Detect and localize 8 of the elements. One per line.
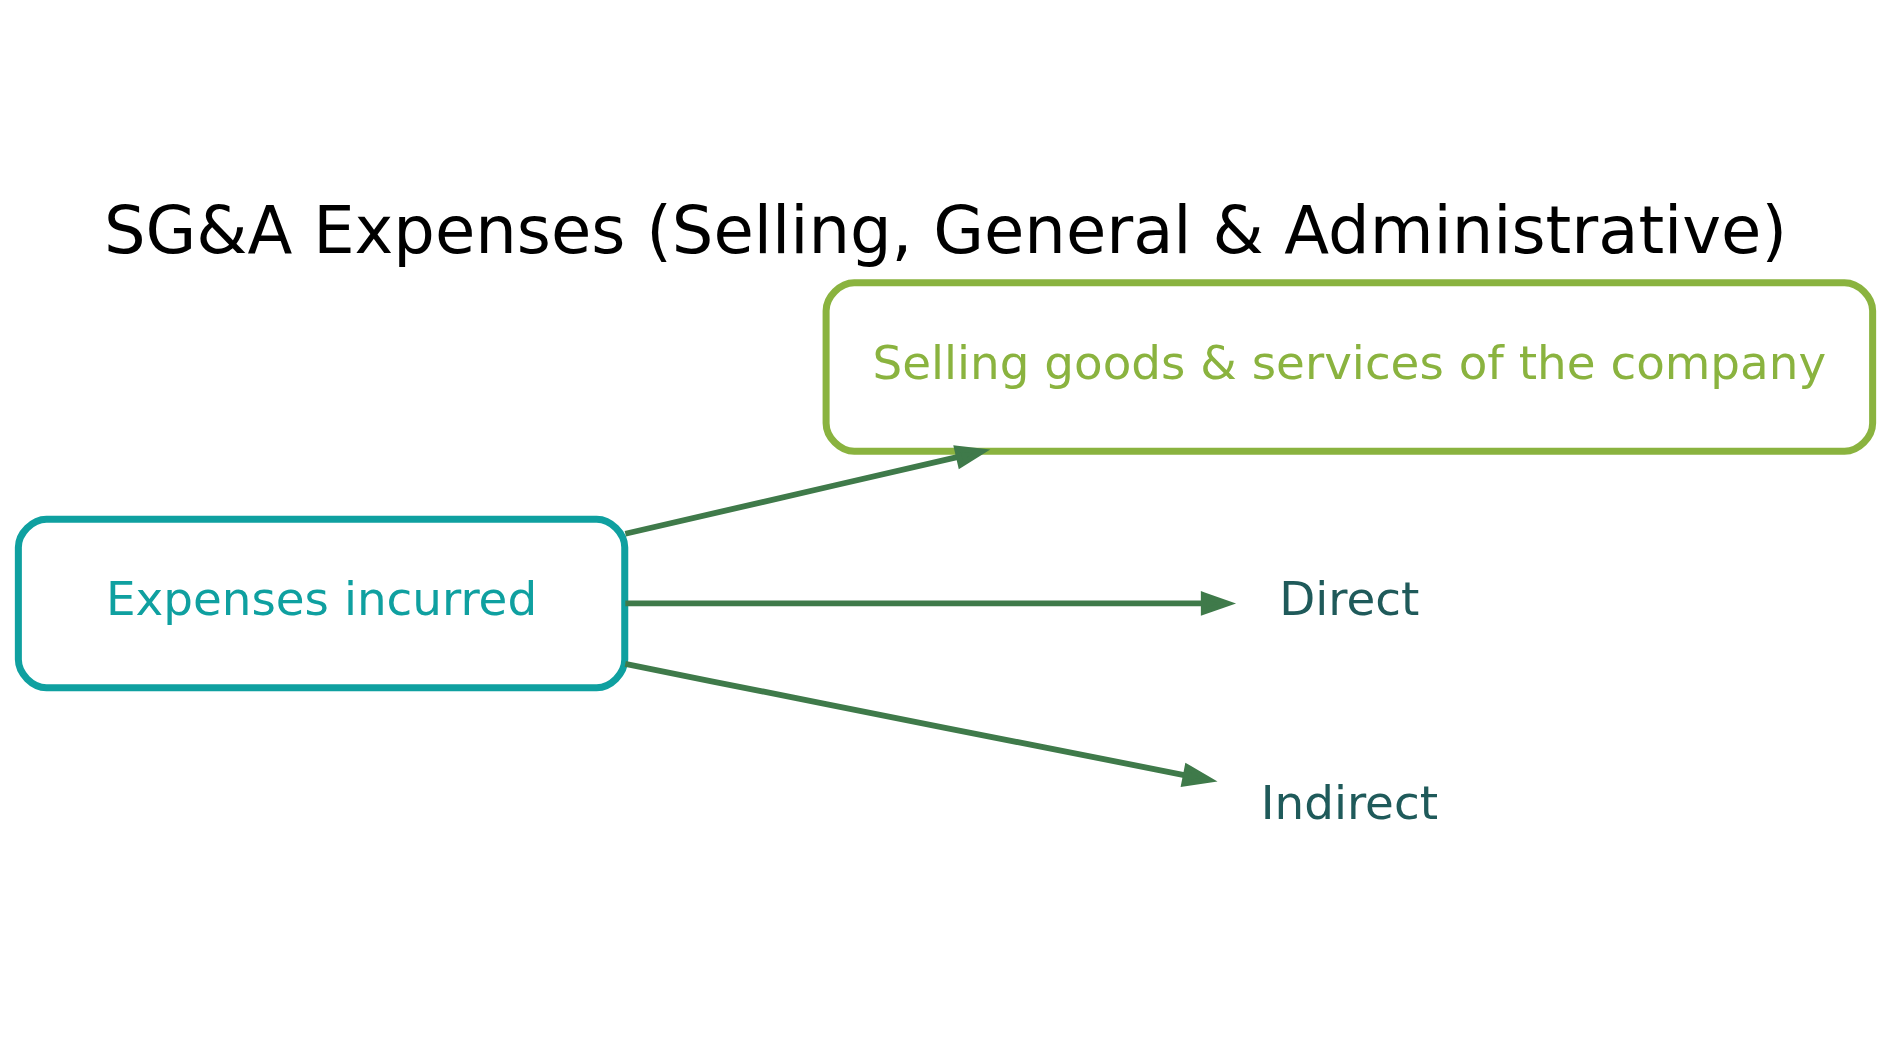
node-box: Selling goods & services of the company bbox=[822, 279, 1876, 455]
arrow bbox=[624, 445, 990, 537]
arrow bbox=[624, 661, 1217, 787]
node-text: Indirect bbox=[1260, 775, 1438, 830]
node-box: Expenses incurred bbox=[14, 515, 628, 692]
diagram-title: SG&A Expenses (Selling, General & Administrative) bbox=[103, 192, 1787, 269]
node-text: Direct bbox=[1278, 572, 1419, 627]
arrow bbox=[624, 591, 1236, 616]
